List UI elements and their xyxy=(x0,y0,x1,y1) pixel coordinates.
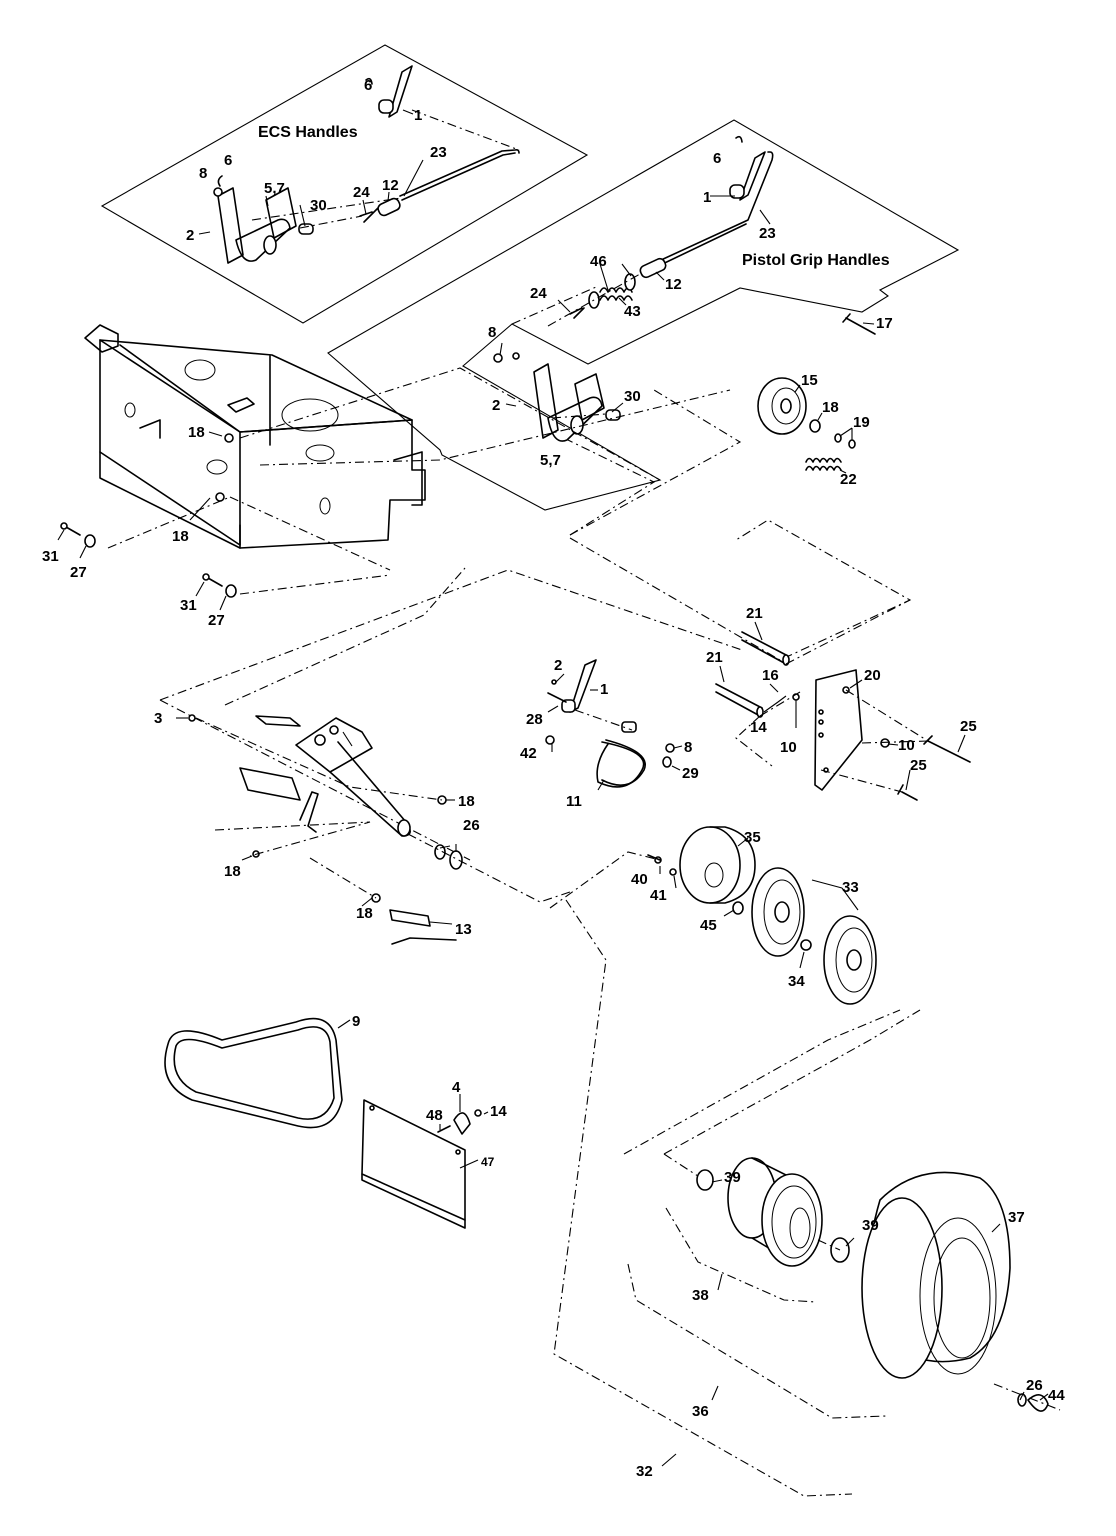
callout-p-14b: 14 xyxy=(490,1103,507,1120)
idler-pulley-group: 15 18 19 22 xyxy=(757,372,870,488)
callout-p-40: 40 xyxy=(631,871,648,888)
callout-arm-18b: 18 xyxy=(224,863,241,880)
callout-p-25a: 25 xyxy=(960,718,977,735)
callout-pg-8: 8 xyxy=(488,324,496,341)
chassis-frame: 18 18 31 27 31 27 xyxy=(42,324,731,629)
callout-ecs-5-7: 5,7 xyxy=(264,180,285,197)
callout-p-20: 20 xyxy=(864,667,881,684)
callout-p-15: 15 xyxy=(801,372,818,389)
callout-whl-26: 26 xyxy=(1026,1377,1043,1394)
ecs-handles-title: ECS Handles xyxy=(258,124,358,141)
brake-group: 2 1 28 42 8 29 11 xyxy=(520,657,699,810)
callout-whl-37: 37 xyxy=(1008,1209,1025,1226)
callout-pg-2: 2 xyxy=(492,397,500,414)
callout-p-10a: 10 xyxy=(780,739,797,756)
callout-ecs-23: 23 xyxy=(430,144,447,161)
callout-whl-44: 44 xyxy=(1048,1387,1065,1404)
belt-shield: 4 48 14 47 xyxy=(361,1079,507,1229)
callout-whl-39b: 39 xyxy=(862,1217,879,1234)
callout-ecs-24: 24 xyxy=(353,184,370,201)
callout-pg-6: 6 xyxy=(713,150,721,167)
callout-brk-2: 2 xyxy=(554,657,562,674)
callout-frame-27b: 27 xyxy=(208,612,225,629)
callout-pg-12: 12 xyxy=(665,276,682,293)
callout-brk-28: 28 xyxy=(526,711,543,728)
callout-pg-24: 24 xyxy=(530,285,547,302)
callout-frame-31b: 31 xyxy=(180,597,197,614)
callout-p-41: 41 xyxy=(650,887,667,904)
callout-frame-27a: 27 xyxy=(70,564,87,581)
callout-p-22: 22 xyxy=(840,471,857,488)
callout-brk-1: 1 xyxy=(600,681,608,698)
callout-ecs-6b: 6 xyxy=(224,152,232,169)
callout-p-10b: 10 xyxy=(898,737,915,754)
callout-pg-23: 23 xyxy=(759,225,776,242)
pistol-handle-bracket xyxy=(493,352,605,442)
callout-arm-3: 3 xyxy=(154,710,162,727)
callout-p-19: 19 xyxy=(853,414,870,431)
callout-pg-46: 46 xyxy=(590,253,607,270)
ecs-top-lever xyxy=(365,65,413,118)
callout-whl-36: 36 xyxy=(692,1403,709,1420)
callout-p-14a: 14 xyxy=(750,719,767,736)
callout-pg-43: 43 xyxy=(624,303,641,320)
callout-brk-42: 42 xyxy=(520,745,537,762)
callout-p-16: 16 xyxy=(762,667,779,684)
callout-brk-11: 11 xyxy=(566,793,582,810)
callout-brk-8: 8 xyxy=(684,739,692,756)
callout-ecs-12: 12 xyxy=(382,177,399,194)
idler-arm-group: 3 3 18 18 18 18 26 13 xyxy=(154,710,571,945)
callout-ecs-30: 30 xyxy=(310,197,327,214)
callout-frame-18a: 18 xyxy=(188,424,205,441)
callout-p-34: 34 xyxy=(788,973,805,990)
callout-p-47: 47 xyxy=(481,1155,495,1169)
bracket-20-group: 21 21 16 20 14 10 10 25 25 xyxy=(706,599,977,801)
callout-p-17: 17 xyxy=(876,315,893,332)
pistol-grip-title: Pistol Grip Handles xyxy=(742,252,890,269)
callout-frame-31a: 31 xyxy=(42,548,59,565)
pistol-grip-panel: Pistol Grip Handles xyxy=(327,119,960,511)
callout-p-33: 33 xyxy=(842,879,859,896)
callout-p-45: 45 xyxy=(700,917,717,934)
callout-pg-30: 30 xyxy=(624,388,641,405)
callout-whl-39a: 39 xyxy=(724,1169,741,1186)
ecs-handles-panel: ECS Handles xyxy=(100,44,589,324)
callout-arm-13: 13 xyxy=(455,921,472,938)
callout-p-21b: 21 xyxy=(706,649,723,666)
callout-arm-18c: 18 xyxy=(356,905,373,922)
ecs-handle-bracket xyxy=(213,175,297,264)
callout-whl-32: 32 xyxy=(636,1463,653,1480)
drive-pulleys: 35 40 41 33 45 34 xyxy=(549,826,877,1005)
callout-whl-38: 38 xyxy=(692,1287,709,1304)
callout-arm-18a: 18 xyxy=(458,793,475,810)
wheel-group: 39 39 37 38 36 26 44 32 xyxy=(553,899,1065,1497)
callout-pg-5-7: 5,7 xyxy=(540,452,561,469)
callout-brk-29: 29 xyxy=(682,765,699,782)
callout-p-25b: 25 xyxy=(910,757,927,774)
callout-p-18-pulley: 18 xyxy=(822,399,839,416)
callout-p-21a: 21 xyxy=(746,605,763,622)
callout-p-35: 35 xyxy=(744,829,761,846)
callout-frame-18b: 18 xyxy=(172,528,189,545)
callout-p-9: 9 xyxy=(352,1013,360,1030)
callout-arm-26: 26 xyxy=(463,817,480,834)
callout-ecs-8: 8 xyxy=(199,165,207,182)
callout-p-48: 48 xyxy=(426,1107,443,1124)
callout-ecs-6a: 6 xyxy=(364,77,372,94)
callout-ecs-1: 1 xyxy=(414,107,422,124)
callout-p-4: 4 xyxy=(452,1079,461,1096)
drive-belt: 9 xyxy=(164,1013,360,1129)
callout-ecs-2: 2 xyxy=(186,227,194,244)
callout-pg-1: 1 xyxy=(703,189,711,206)
